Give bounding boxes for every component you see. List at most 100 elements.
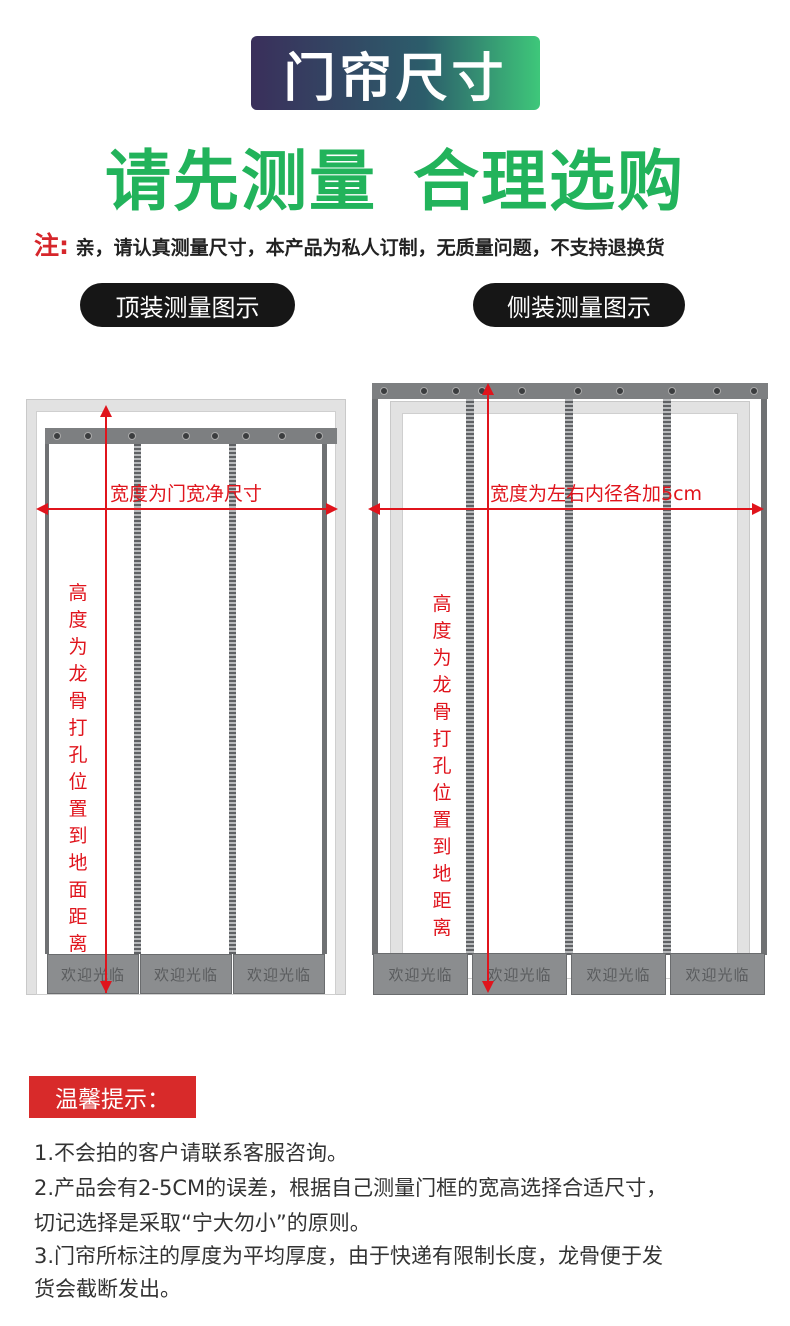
width-label: 宽度为门宽净尺寸 — [110, 483, 263, 505]
base-panel-text: 欢迎光临 — [487, 965, 552, 984]
side-post — [322, 444, 327, 954]
screw — [713, 387, 721, 395]
tips-line: 1.不会拍的客户请联系客服咨询。 — [34, 1141, 349, 1165]
screw — [278, 432, 286, 440]
height-arrow-line — [105, 411, 107, 993]
height-label-char: 到 — [68, 825, 88, 847]
base-panel-text: 欢迎光临 — [153, 965, 218, 984]
arrow-left-icon — [368, 503, 380, 515]
height-label-char: 位 — [432, 782, 452, 804]
base-panel: 欢迎光临 — [233, 954, 325, 994]
base-panel-text: 欢迎光临 — [60, 965, 125, 984]
screw — [84, 432, 92, 440]
height-label-char: 置 — [68, 798, 88, 820]
title-badge: 门帘尺寸 — [251, 36, 540, 110]
height-label-char: 地 — [68, 852, 88, 874]
height-label-char: 打 — [432, 728, 452, 750]
screw — [668, 387, 676, 395]
curtain-strip — [134, 444, 141, 954]
height-label: 高度为龙骨打孔位置到地面距离 — [67, 580, 89, 958]
top-mount-label-text: 顶装测量图示 — [115, 293, 260, 322]
headline-right: 合理选购 — [413, 143, 685, 220]
height-label-char: 高 — [432, 593, 452, 615]
curtain-strip — [565, 399, 573, 955]
side-mount-label-text: 侧装测量图示 — [507, 293, 651, 322]
screw — [182, 432, 190, 440]
width-arrow-line — [46, 508, 334, 510]
tips-line: 2.产品会有2-5CM的误差，根据自己测量门框的宽高选择合适尺寸， — [34, 1176, 668, 1200]
base-panel-text: 欢迎光临 — [246, 965, 311, 984]
top-rail — [45, 428, 337, 444]
screw — [53, 432, 61, 440]
base-panel-text: 欢迎光临 — [586, 965, 651, 984]
height-label-char: 距 — [432, 890, 452, 912]
arrow-up-icon — [100, 405, 112, 417]
screw — [315, 432, 323, 440]
height-label-char: 置 — [432, 809, 452, 831]
height-label-char: 孔 — [432, 755, 452, 777]
height-label-char: 骨 — [432, 701, 452, 723]
tips-line: 切记选择是采取“宁大勿小”的原则。 — [34, 1211, 371, 1235]
screw — [128, 432, 136, 440]
height-label-char: 离 — [432, 917, 452, 939]
screw — [380, 387, 388, 395]
curtain-strip — [466, 399, 474, 955]
height-label-char: 打 — [68, 717, 88, 739]
base-panel: 欢迎光临 — [670, 953, 765, 995]
height-label-char: 离 — [68, 933, 88, 955]
base-panel: 欢迎光临 — [47, 954, 139, 994]
headline-left: 请先测量 — [105, 143, 377, 220]
side-post — [372, 399, 378, 955]
height-label-char: 地 — [432, 863, 452, 885]
base-panel-text: 欢迎光临 — [388, 965, 453, 984]
screw — [518, 387, 526, 395]
height-label-char: 面 — [68, 879, 88, 901]
notice-text: 亲，请认真测量尺寸，本产品为私人订制，无质量问题，不支持退换货 — [75, 237, 665, 259]
top-mount-label: 顶装测量图示 — [80, 283, 295, 327]
side-post — [45, 444, 49, 954]
height-label-char: 度 — [432, 620, 452, 642]
arrow-down-icon — [482, 981, 494, 993]
arrow-down-icon — [100, 981, 112, 993]
screw — [750, 387, 758, 395]
tips-badge: 温馨提示： — [29, 1076, 196, 1118]
notice-mark: 注: — [34, 231, 69, 260]
height-label-char: 到 — [432, 836, 452, 858]
curtain-strip — [229, 444, 236, 954]
side-post — [761, 399, 767, 955]
width-arrow-line — [376, 508, 756, 510]
base-panel: 欢迎光临 — [373, 953, 468, 995]
height-label-char: 距 — [68, 906, 88, 928]
height-arrow-line — [487, 389, 489, 985]
tips-line: 货会截断发出。 — [34, 1277, 181, 1301]
top-rail — [372, 383, 768, 399]
screw — [420, 387, 428, 395]
arrow-up-icon — [482, 383, 494, 395]
base-panel: 欢迎光临 — [571, 953, 666, 995]
arrow-right-icon — [752, 503, 764, 515]
notice: 注: 亲，请认真测量尺寸，本产品为私人订制，无质量问题，不支持退换货 — [34, 226, 774, 262]
screw — [211, 432, 219, 440]
side-mount-diagram: 欢迎光临 欢迎光临 欢迎光临 欢迎光临 宽度为左右内径各加5cm 高度为龙骨打孔… — [368, 381, 768, 995]
tips-line: 3.门帘所标注的厚度为平均厚度，由于快递有限制长度，龙骨便于发 — [34, 1244, 664, 1268]
height-label-char: 龙 — [432, 674, 452, 696]
width-label: 宽度为左右内径各加5cm — [490, 483, 703, 505]
tips-title: 温馨提示： — [55, 1087, 170, 1113]
curtain-strip — [663, 399, 671, 955]
side-mount-label: 侧装测量图示 — [473, 283, 685, 327]
height-label-char: 为 — [432, 647, 452, 669]
base-panel-text: 欢迎光临 — [685, 965, 750, 984]
base-panel: 欢迎光临 — [140, 954, 232, 994]
height-label-char: 孔 — [68, 744, 88, 766]
page-title: 门帘尺寸 — [283, 48, 508, 109]
height-label-char: 为 — [68, 636, 88, 658]
height-label: 高度为龙骨打孔位置到地距离 — [431, 591, 453, 942]
screw — [452, 387, 460, 395]
screw — [616, 387, 624, 395]
top-mount-diagram: 欢迎光临 欢迎光临 欢迎光临 宽度为门宽净尺寸 高度为龙骨打孔位置到地面距离 — [26, 399, 346, 995]
height-label-char: 位 — [68, 771, 88, 793]
height-label-char: 高 — [68, 582, 88, 604]
headline: 请先测量合理选购 — [0, 128, 790, 224]
arrow-left-icon — [36, 503, 48, 515]
height-label-char: 度 — [68, 609, 88, 631]
